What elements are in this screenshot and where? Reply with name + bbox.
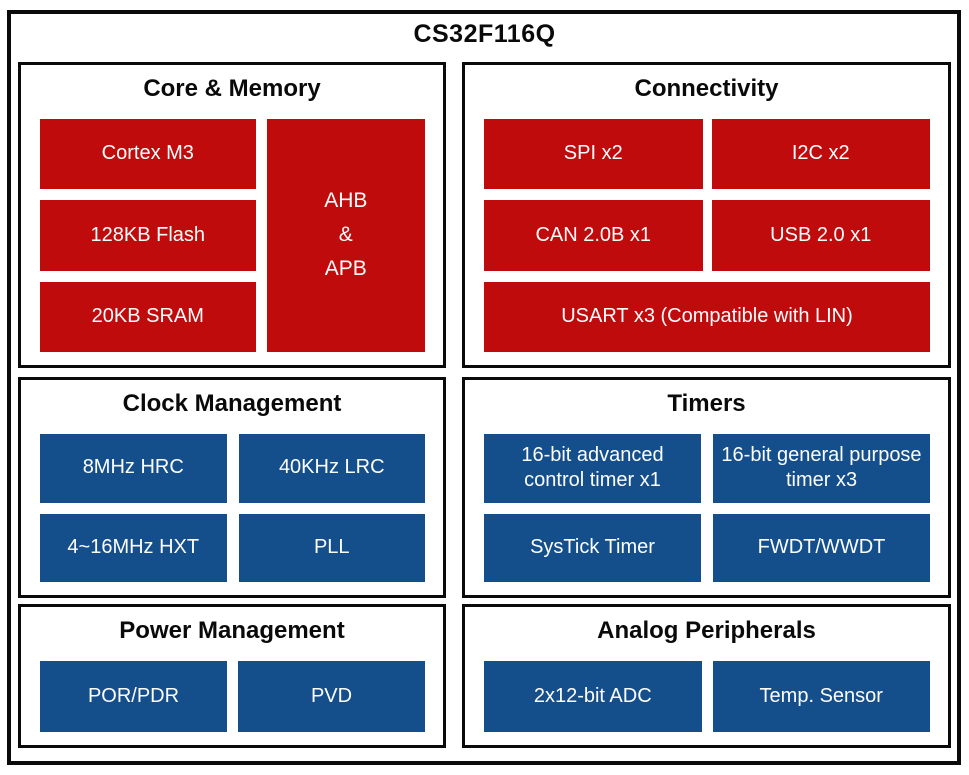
connectivity-row-3: USART x3 (Compatible with LIN) <box>484 281 930 352</box>
core-memory-stack: Cortex M3 128KB Flash 20KB SRAM <box>40 119 256 352</box>
block-pvd: PVD <box>238 661 425 732</box>
block-temp-sensor: Temp. Sensor <box>712 661 930 732</box>
clock-row-1: 8MHz HRC 40KHz LRC <box>40 434 425 503</box>
block-sram: 20KB SRAM <box>40 281 256 352</box>
section-core-memory-title: Core & Memory <box>143 75 321 102</box>
bus-line-ahb: AHB <box>324 189 368 213</box>
section-core-memory: Core & Memory Cortex M3 128KB Flash 20KB… <box>18 62 446 368</box>
block-hxt: 4~16MHz HXT <box>40 513 227 582</box>
block-i2c: I2C x2 <box>711 119 930 190</box>
block-spi: SPI x2 <box>484 119 703 190</box>
block-lrc: 40KHz LRC <box>238 434 425 503</box>
connectivity-row-1: SPI x2 I2C x2 <box>484 119 930 190</box>
section-clock-management: Clock Management 8MHz HRC 40KHz LRC 4~16… <box>18 377 446 598</box>
timers-row-1: 16-bit advanced control timer x1 16-bit … <box>484 434 930 503</box>
section-connectivity-body: SPI x2 I2C x2 CAN 2.0B x1 USB 2.0 x1 USA… <box>484 119 930 352</box>
section-power-management: Power Management POR/PDR PVD <box>18 604 446 748</box>
block-adc: 2x12-bit ADC <box>484 661 702 732</box>
block-watchdog: FWDT/WWDT <box>713 513 930 582</box>
block-ahb-apb: AHB & APB <box>266 119 425 352</box>
timers-row-2: SysTick Timer FWDT/WWDT <box>484 513 930 582</box>
block-hrc: 8MHz HRC <box>40 434 227 503</box>
block-usb: USB 2.0 x1 <box>711 200 930 271</box>
block-pll: PLL <box>238 513 425 582</box>
block-usart: USART x3 (Compatible with LIN) <box>484 281 930 352</box>
block-can: CAN 2.0B x1 <box>484 200 703 271</box>
bus-line-amp: & <box>338 223 353 247</box>
section-analog-peripherals-body: 2x12-bit ADC Temp. Sensor <box>484 661 930 732</box>
block-flash: 128KB Flash <box>40 200 256 271</box>
section-clock-management-title: Clock Management <box>122 390 342 417</box>
chip-title: CS32F116Q <box>413 20 556 48</box>
section-power-management-title: Power Management <box>119 617 345 644</box>
block-por-pdr: POR/PDR <box>40 661 227 732</box>
section-core-memory-body: Cortex M3 128KB Flash 20KB SRAM AHB & AP… <box>40 119 425 352</box>
section-timers-title: Timers <box>667 390 746 417</box>
section-analog-peripherals-title: Analog Peripherals <box>597 617 816 644</box>
section-connectivity-title: Connectivity <box>634 75 779 102</box>
block-cortex-m3: Cortex M3 <box>40 119 256 190</box>
section-clock-management-body: 8MHz HRC 40KHz LRC 4~16MHz HXT PLL <box>40 434 425 582</box>
section-timers: Timers 16-bit advanced control timer x1 … <box>462 377 951 598</box>
block-advanced-timer: 16-bit advanced control timer x1 <box>484 434 701 503</box>
block-systick: SysTick Timer <box>484 513 701 582</box>
section-power-management-body: POR/PDR PVD <box>40 661 425 732</box>
section-timers-body: 16-bit advanced control timer x1 16-bit … <box>484 434 930 582</box>
connectivity-row-2: CAN 2.0B x1 USB 2.0 x1 <box>484 200 930 271</box>
bus-line-apb: APB <box>324 256 367 280</box>
section-connectivity: Connectivity SPI x2 I2C x2 CAN 2.0B x1 U… <box>462 62 951 368</box>
clock-row-2: 4~16MHz HXT PLL <box>40 513 425 582</box>
section-analog-peripherals: Analog Peripherals 2x12-bit ADC Temp. Se… <box>462 604 951 748</box>
block-general-timer: 16-bit general purpose timer x3 <box>713 434 930 503</box>
